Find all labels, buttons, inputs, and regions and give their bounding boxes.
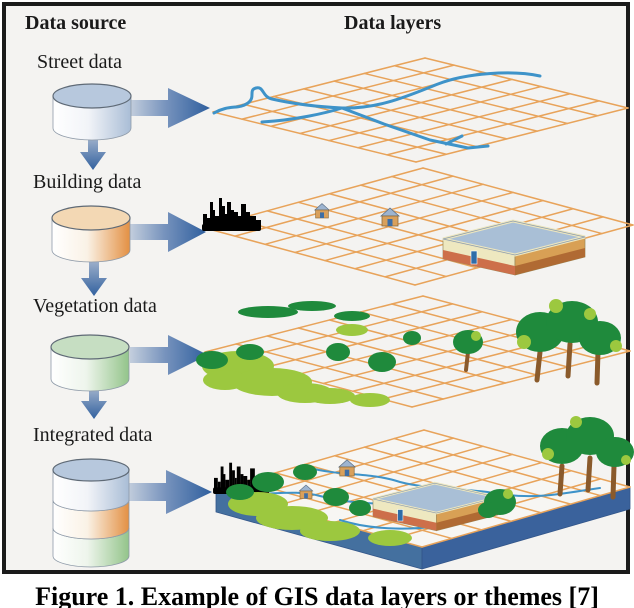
arrow-down-icon — [80, 130, 106, 170]
integrated-layer — [213, 416, 634, 570]
arrow-down-icon — [81, 252, 107, 296]
integrated-data-row — [52, 458, 212, 568]
vegetation-layer — [196, 296, 630, 407]
house-icon — [380, 207, 400, 227]
arrow-right-icon — [130, 212, 206, 252]
arrow-right-icon — [128, 470, 212, 514]
data-layers-heading: Data layers — [344, 12, 442, 34]
arrow-right-icon — [130, 335, 208, 375]
building-data-row — [51, 205, 206, 296]
database-cylinder-icon — [52, 83, 132, 141]
database-cylinder-icon — [50, 334, 130, 392]
vegetation-data-label: Vegetation data — [33, 295, 157, 317]
grid-plane — [213, 58, 628, 162]
house-icon — [314, 203, 330, 219]
street-layer — [213, 58, 628, 162]
figure-caption: Figure 1. Example of GIS data layers or … — [35, 582, 599, 608]
grid-plane — [205, 168, 633, 285]
building-layer — [202, 168, 633, 285]
figure-artwork — [50, 0, 634, 570]
vegetation-data-row — [50, 334, 208, 419]
arrow-right-icon — [130, 88, 210, 128]
street-line — [444, 134, 464, 146]
street-line — [212, 71, 542, 115]
street-line — [340, 106, 490, 150]
database-cylinder-icon — [51, 205, 131, 263]
building-data-label: Building data — [33, 171, 142, 193]
data-source-heading: Data source — [25, 12, 127, 34]
arrow-down-icon — [81, 381, 107, 419]
tree-icon — [453, 330, 483, 372]
stacked-database-cylinder-icon — [52, 458, 130, 568]
tree-icon — [478, 489, 516, 518]
tree-cluster-icon — [516, 299, 622, 386]
street-data-label: Street data — [37, 51, 122, 73]
street-data-row — [52, 83, 210, 170]
street-line — [260, 106, 344, 124]
integrated-data-label: Integrated data — [33, 424, 153, 446]
tree-cluster-icon — [540, 416, 634, 500]
building-icon — [441, 219, 587, 277]
